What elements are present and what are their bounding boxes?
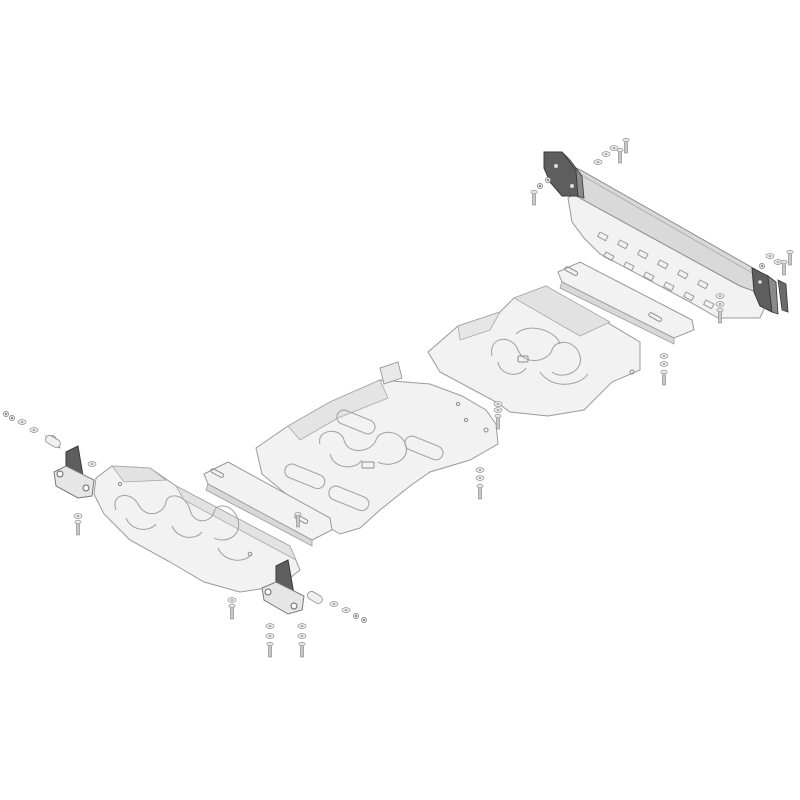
rear-crossmember-bar [543,151,789,315]
mounting-hardware [2,137,794,658]
engine-skid-plate [255,361,499,535]
front-right-mount-bracket [261,559,305,615]
front-plate-support-strip [203,461,333,547]
transmission-skid-plate [427,285,641,417]
transfer-case-strip [557,261,695,345]
front-skid-plate [93,465,301,593]
front-left-mount-bracket [53,445,95,499]
front-right-hardware [227,511,368,658]
front-left-hardware [2,410,97,536]
